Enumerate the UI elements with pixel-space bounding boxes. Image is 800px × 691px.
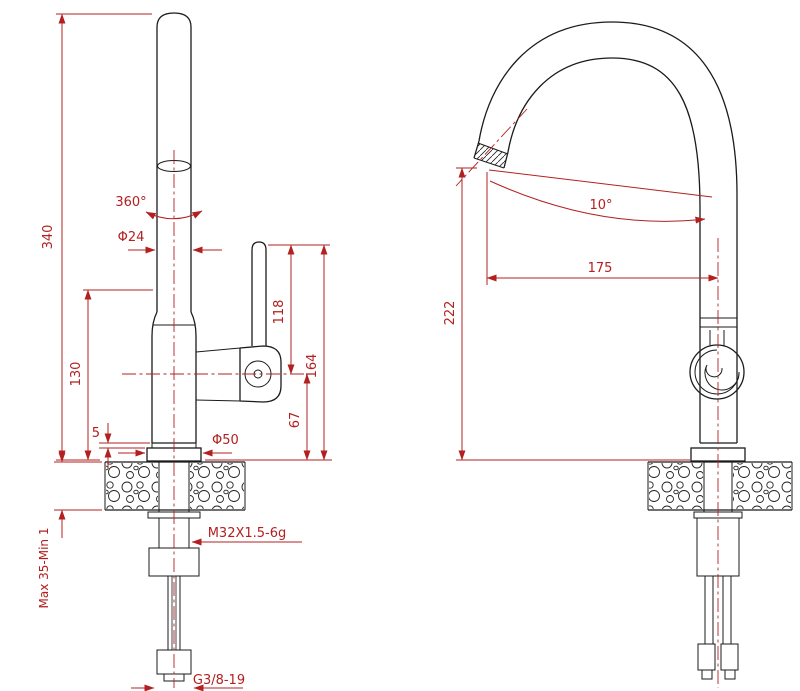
dim-label-deck-thickness: Max 35-Min 1	[37, 528, 51, 609]
dimension-hose-thread: G3/8-19	[131, 673, 245, 691]
handle-spiral	[694, 349, 740, 395]
dim-label-hose-thread: G3/8-19	[193, 673, 245, 688]
dim-label-base-diameter: Φ50	[212, 433, 239, 448]
spout-tip-cap	[473, 157, 505, 169]
handle-lever	[251, 241, 267, 346]
mounting-shank-front	[693, 511, 743, 680]
front-view	[473, 21, 793, 680]
dimension-base-step: 5	[92, 423, 150, 468]
countertop-section-side	[104, 461, 246, 512]
dim-label-body-height: 130	[69, 362, 84, 387]
dim-label-spout-angle: 10°	[589, 198, 612, 213]
dimension-spout-height: 222	[443, 167, 690, 461]
centerlines	[122, 108, 719, 688]
dimension-mount-thread: M32X1.5-6g	[191, 526, 302, 546]
dimension-deck-thickness: Max 35-Min 1	[37, 434, 102, 608]
dim-label-handle-top-height: 164	[305, 354, 320, 379]
faucet-body	[146, 311, 202, 462]
hose-nut-left	[697, 643, 716, 671]
countertop-section-front	[647, 461, 793, 512]
dimension-spout-diameter: Φ24	[118, 230, 222, 254]
dimension-spout-angle: 10°	[488, 169, 713, 224]
dim-label-handle-pivot-height: 67	[288, 412, 303, 429]
dimension-handle-pivot-height: 67	[205, 373, 332, 461]
dim-label-spout-height: 222	[443, 301, 458, 326]
dim-label-spout-reach: 175	[588, 261, 613, 276]
dimension-swivel-angle: 360°	[115, 195, 203, 220]
dim-label-mount-thread: M32X1.5-6g	[208, 526, 287, 541]
handle-assembly	[195, 241, 282, 403]
handle-front	[689, 330, 745, 400]
dim-label-swivel-angle: 360°	[115, 195, 146, 210]
dimension-handle-length: 118	[268, 244, 330, 375]
dimension-spout-reach: 175	[486, 172, 719, 285]
dimension-body-height: 130	[69, 289, 153, 461]
gooseneck-spout	[473, 21, 738, 305]
side-view	[104, 12, 282, 682]
hose-nut-right	[720, 643, 739, 671]
dimension-base-diameter: Φ50	[118, 433, 239, 457]
dim-label-base-step: 5	[92, 426, 100, 441]
dim-label-spout-diameter: Φ24	[118, 230, 145, 245]
dimension-handle-top-height: 164	[305, 244, 328, 461]
dim-label-total-height: 340	[41, 225, 56, 250]
dim-label-handle-length: 118	[272, 300, 287, 325]
aerator-band	[477, 142, 509, 155]
